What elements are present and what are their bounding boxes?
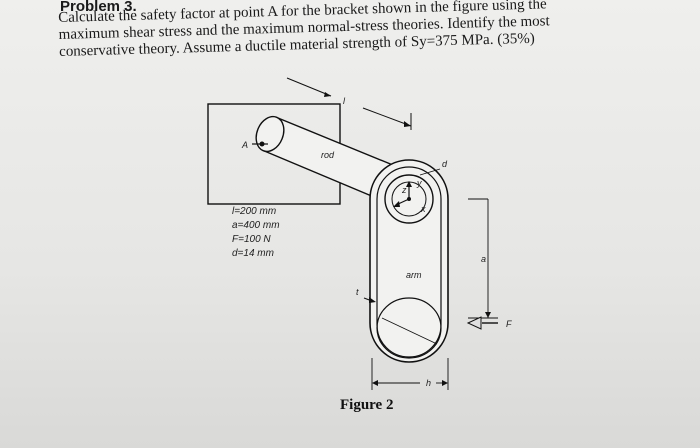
dimension-label-l: l: [343, 96, 346, 106]
dimension-l: l: [286, 77, 412, 130]
given-value: d=14 mm: [232, 248, 274, 259]
arm-label: arm: [406, 270, 422, 280]
force-label-F: F: [506, 319, 512, 329]
dimension-label-h: h: [426, 378, 431, 388]
problem-title: Problem 3.: [60, 0, 137, 15]
axis-label-z: z: [401, 185, 407, 195]
axis-label-x: x: [420, 204, 426, 214]
dimension-label-t: t: [356, 287, 359, 297]
given-values: l=200 mm a=400 mm F=100 N d=14 mm: [232, 206, 280, 259]
given-value: F=100 N: [232, 234, 271, 245]
dimension-t: t: [356, 287, 376, 303]
coordinate-axes: y z x: [393, 178, 426, 214]
dimension-h: h: [371, 358, 449, 390]
force-arrow: F: [466, 316, 512, 330]
diameter-leader: d: [419, 159, 448, 176]
diameter-label-d: d: [442, 159, 448, 169]
given-value: l=200 mm: [232, 206, 276, 217]
point-a-marker: A: [241, 140, 268, 150]
dimension-label-a: a: [481, 254, 486, 264]
figure-caption: Figure 2: [340, 397, 393, 413]
rod: [255, 115, 406, 208]
axis-label-y: y: [416, 178, 422, 188]
given-value: a=400 mm: [232, 220, 280, 231]
rod-label: rod: [321, 150, 335, 160]
point-label: A: [241, 140, 248, 150]
dimension-a: a: [468, 198, 498, 319]
